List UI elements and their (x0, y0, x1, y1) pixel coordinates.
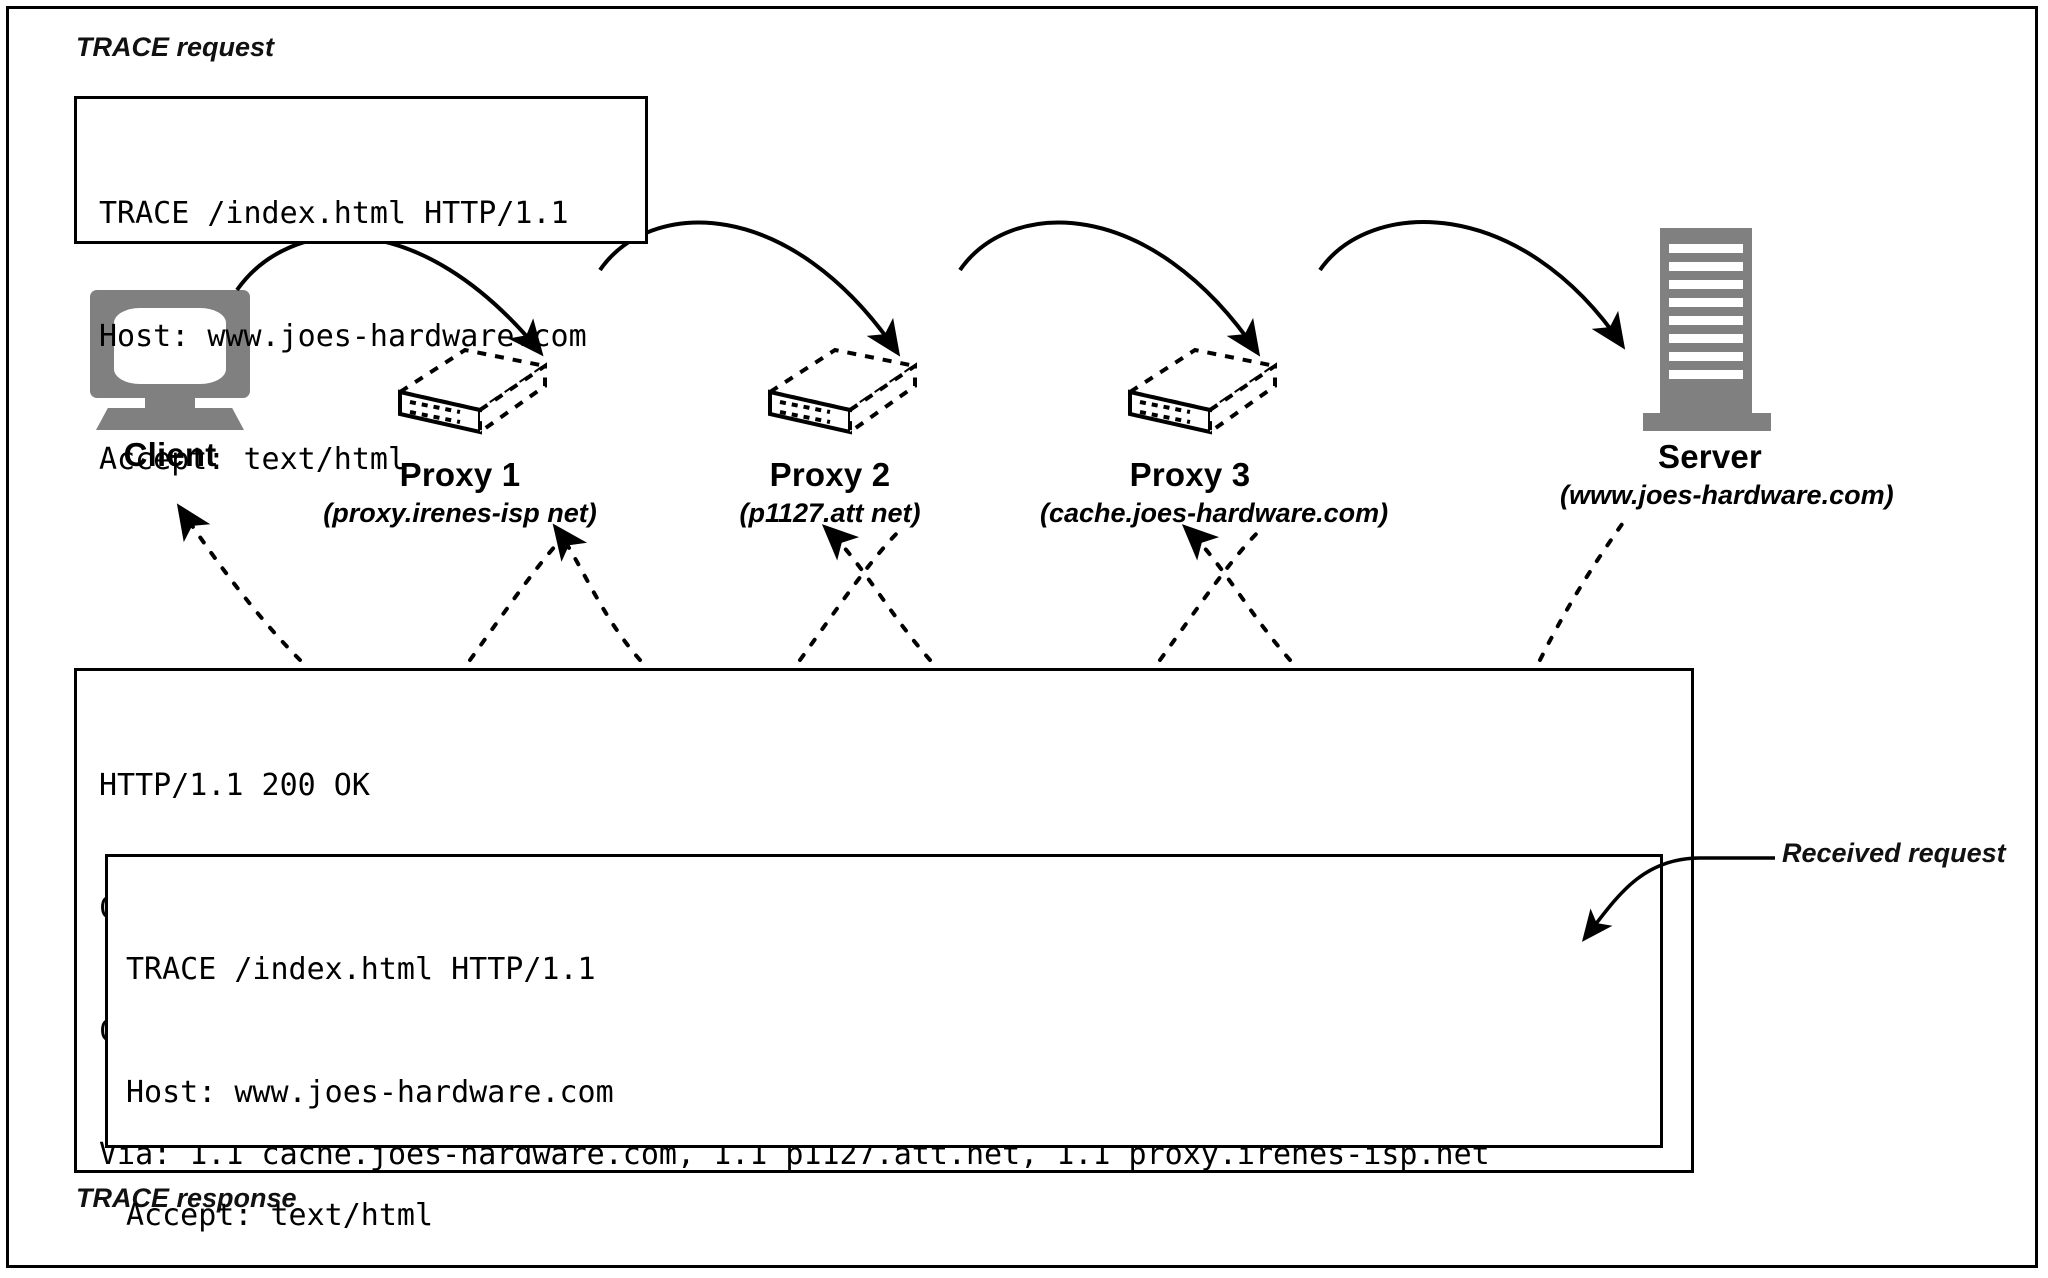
node-host-server: (www.joes-hardware.com) (1560, 480, 1894, 510)
proxy-vent-line (779, 400, 831, 414)
node-server: Server (www.joes-hardware.com) (1560, 228, 1894, 511)
received-request-message-box: TRACE /index.html HTTP/1.1 Host: www.joe… (105, 854, 1663, 1233)
monitor-screen (114, 308, 226, 384)
received-request-line: TRACE /index.html HTTP/1.1 (126, 952, 596, 987)
proxy-side-face (1208, 362, 1277, 436)
server-slot (1669, 262, 1743, 271)
node-proxy1: Proxy 1 (proxy.irenes-isp net) (310, 330, 610, 529)
trace-response-caption: TRACE response (76, 1183, 297, 1213)
node-host-proxy3: (cache.joes-hardware.com) (1040, 498, 1389, 528)
trace-response-line: HTTP/1.1 200 OK (99, 768, 370, 803)
proxy-side-face (478, 362, 547, 436)
proxy-vent-line (779, 410, 831, 424)
trace-response-message-box: HTTP/1.1 200 OK Content-Type: message/ht… (74, 668, 1694, 1233)
trace-request-line: Host: www.joes-hardware.com (99, 319, 587, 354)
figure-border (6, 6, 2038, 1268)
proxy-side-face (848, 362, 917, 436)
node-label-server: Server (1658, 438, 1762, 475)
node-label-proxy3: Proxy 3 (1129, 456, 1251, 493)
server-tower-icon (1635, 228, 1785, 431)
proxy-vent-line (409, 400, 461, 414)
trace-request-line: TRACE /index.html HTTP/1.1 (99, 196, 569, 231)
proxy-vent-line (409, 410, 461, 424)
received-request-line: Host: www.joes-hardware.com (126, 1075, 614, 1110)
proxy-top-face (764, 347, 921, 413)
node-host-proxy2: (p1127.att net) (739, 498, 921, 528)
received-request-text: TRACE /index.html HTTP/1.1 Host: www.joe… (126, 867, 1517, 1278)
node-proxy2: Proxy 2 (p1127.att net) (680, 330, 980, 529)
trace-request-text: TRACE /index.html HTTP/1.1 Host: www.joe… (99, 111, 587, 562)
monitor-base (96, 408, 244, 430)
proxy-top-face (1124, 347, 1281, 413)
proxy-box-icon (360, 330, 560, 450)
trace-request-message-box: TRACE /index.html HTTP/1.1 Host: www.joe… (74, 96, 648, 477)
server-slot (1669, 370, 1743, 379)
proxy-box-icon (1090, 330, 1290, 450)
desktop-computer-icon (90, 290, 250, 430)
node-label-client: Client (123, 436, 217, 473)
trace-request-line: Accept: text/html (99, 442, 407, 477)
server-base (1643, 413, 1771, 431)
proxy-vent-line (1139, 400, 1191, 414)
server-slot (1669, 244, 1743, 253)
node-host-proxy1: (proxy.irenes-isp net) (323, 498, 597, 528)
server-slot (1669, 280, 1743, 289)
node-label-proxy2: Proxy 2 (769, 456, 891, 493)
proxy-box-icon (730, 330, 930, 450)
received-request-caption-label: Received request (1782, 838, 2006, 868)
server-slot (1669, 334, 1743, 343)
monitor-neck (145, 394, 195, 410)
proxy-top-face (394, 347, 551, 413)
received-request-line: Accept: text/html (126, 1198, 434, 1233)
node-proxy3: Proxy 3 (cache.joes-hardware.com) (1040, 330, 1389, 529)
trace-request-caption: TRACE request (76, 32, 275, 62)
node-client: Client (20, 290, 320, 478)
server-slot (1669, 298, 1743, 307)
server-slot (1669, 352, 1743, 361)
proxy-vent-line (1139, 410, 1191, 424)
node-label-proxy1: Proxy 1 (399, 456, 521, 493)
server-slot (1669, 316, 1743, 325)
